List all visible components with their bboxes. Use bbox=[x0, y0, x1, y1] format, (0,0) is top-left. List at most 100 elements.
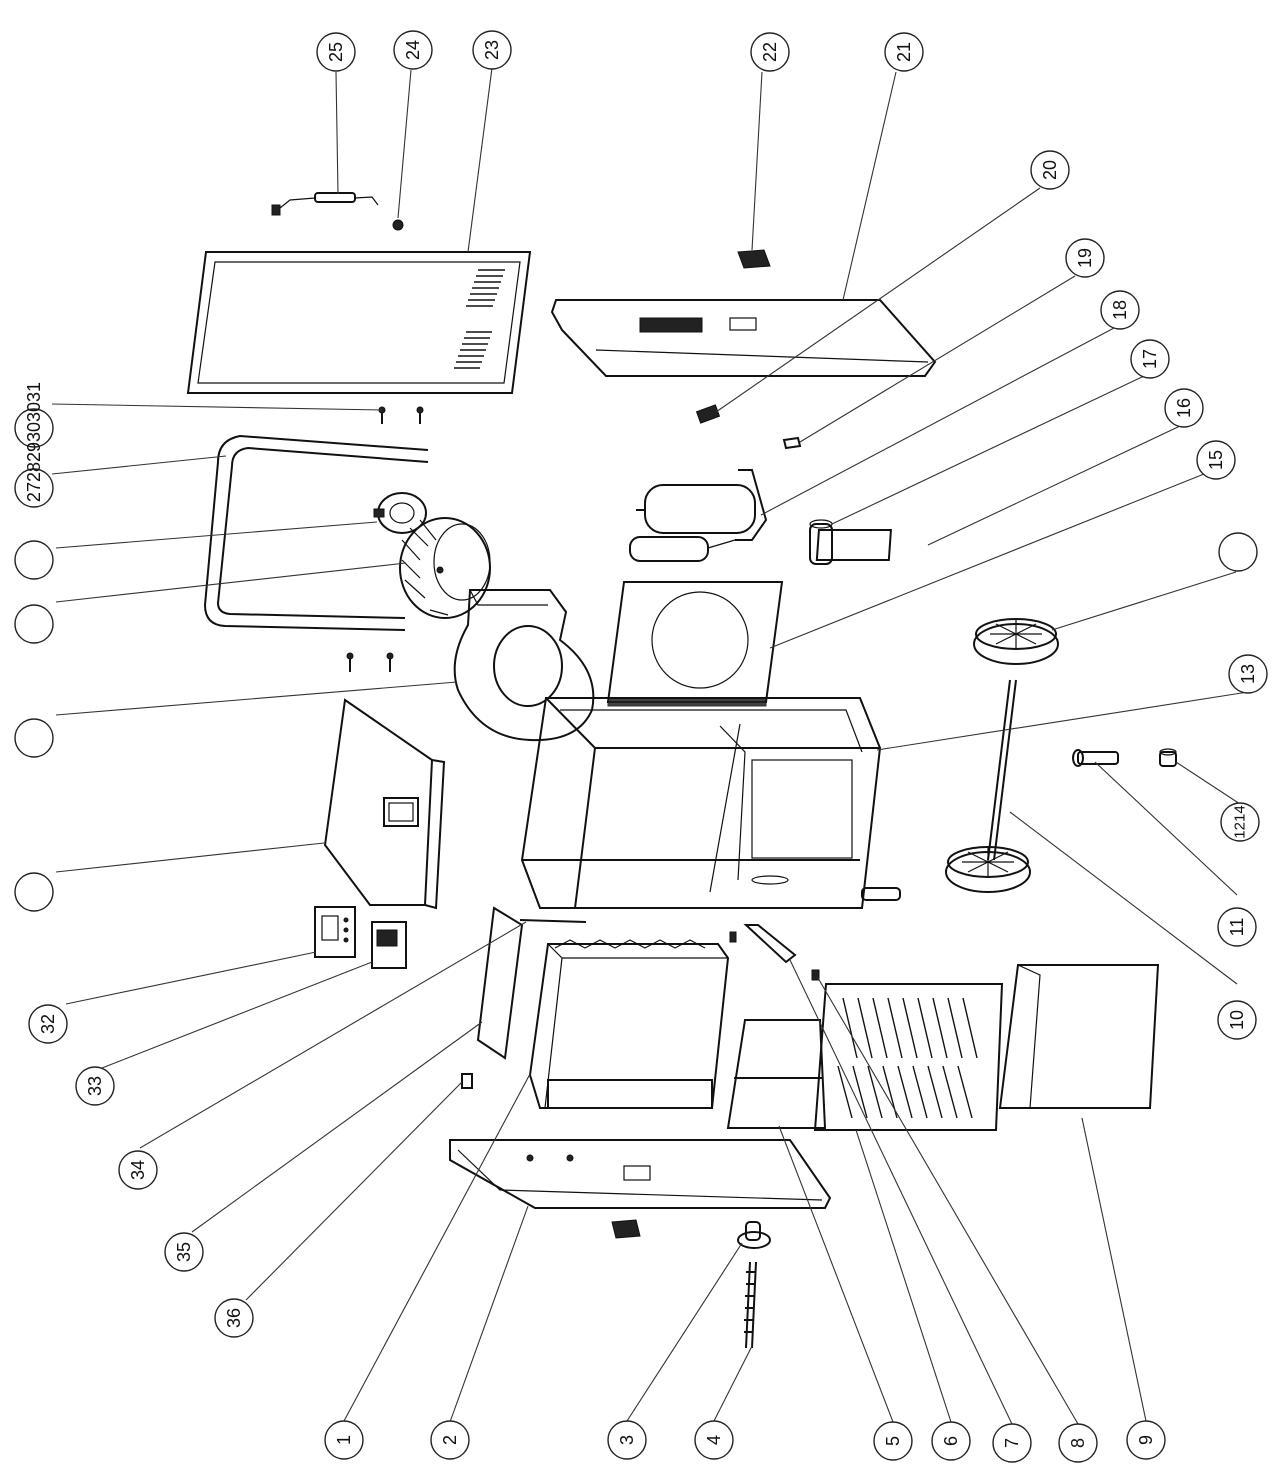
part-fan-motor bbox=[373, 492, 427, 534]
part-rocker-switch bbox=[737, 249, 771, 269]
part-front-grille bbox=[813, 983, 1004, 1131]
svg-text:2: 2 bbox=[440, 1435, 460, 1445]
svg-text:1214: 1214 bbox=[1232, 805, 1249, 838]
callout-20: 20 bbox=[1030, 150, 1070, 190]
callout-blank-5 bbox=[1218, 532, 1258, 572]
svg-text:24: 24 bbox=[403, 40, 423, 60]
part-knob bbox=[392, 219, 404, 231]
svg-text:36: 36 bbox=[224, 1308, 244, 1328]
part-drain-fitting bbox=[737, 1221, 771, 1249]
svg-text:11: 11 bbox=[1227, 918, 1247, 937]
svg-text:20: 20 bbox=[1040, 160, 1060, 180]
svg-text:7: 7 bbox=[1002, 1438, 1022, 1448]
callout-13: 13 bbox=[1228, 654, 1268, 694]
part-left-side-panel bbox=[449, 1139, 832, 1209]
callout-1214: 1214 bbox=[1220, 802, 1260, 842]
svg-text:34: 34 bbox=[128, 1160, 148, 1180]
part-control-board-33 bbox=[371, 921, 407, 969]
svg-text:33: 33 bbox=[85, 1076, 105, 1096]
part-front-panel bbox=[998, 964, 1160, 1109]
part-clip bbox=[782, 436, 802, 450]
part-axle-bushing bbox=[1072, 749, 1119, 767]
svg-text:22: 22 bbox=[760, 42, 780, 62]
callout-24: 24 bbox=[393, 30, 433, 70]
svg-text:6: 6 bbox=[941, 1436, 961, 1446]
callout-16: 16 bbox=[1164, 388, 1204, 428]
callout-2: 2 bbox=[430, 1420, 470, 1460]
part-compressor bbox=[629, 469, 768, 562]
callout-15: 15 bbox=[1196, 440, 1236, 480]
part-sensor bbox=[461, 1073, 473, 1089]
callout-6: 6 bbox=[931, 1421, 971, 1461]
part-screws bbox=[346, 406, 424, 672]
part-air-filter bbox=[726, 1019, 827, 1129]
part-fan-shroud bbox=[606, 581, 784, 707]
callout-bubbles: 1 2 3 4 5 6 7 8 9 10 11 1214 13 15 16 17… bbox=[14, 30, 1268, 1463]
callout-18: 18 bbox=[1100, 290, 1140, 330]
part-strip bbox=[519, 919, 587, 923]
callout-blank-3 bbox=[14, 718, 54, 758]
svg-text:32: 32 bbox=[38, 1014, 58, 1034]
part-main-frame bbox=[520, 697, 901, 909]
callout-32: 32 bbox=[28, 1004, 68, 1044]
callout-4: 4 bbox=[694, 1420, 734, 1460]
svg-text:35: 35 bbox=[174, 1242, 194, 1262]
callout-5: 5 bbox=[873, 1421, 913, 1461]
callout-blank-1 bbox=[14, 540, 54, 580]
svg-text:23: 23 bbox=[482, 40, 502, 60]
rear-panel-vents bbox=[454, 269, 505, 369]
svg-text:3: 3 bbox=[617, 1435, 637, 1445]
callout-9: 9 bbox=[1126, 1420, 1166, 1460]
part-drain-pipe bbox=[729, 924, 820, 981]
svg-text:8: 8 bbox=[1068, 1438, 1088, 1448]
callout-blank-4 bbox=[14, 872, 54, 912]
callout-34: 34 bbox=[118, 1150, 158, 1190]
callout-19: 19 bbox=[1065, 238, 1105, 278]
callout-33: 33 bbox=[75, 1066, 115, 1106]
callout-7: 7 bbox=[992, 1423, 1032, 1463]
callout-23: 23 bbox=[472, 30, 512, 70]
svg-text:272829303031: 272829303031 bbox=[24, 382, 44, 502]
svg-text:25: 25 bbox=[326, 42, 346, 62]
part-capacitor bbox=[809, 519, 833, 565]
callout-1: 1 bbox=[324, 1420, 364, 1460]
part-side-switch bbox=[611, 1219, 641, 1239]
part-separator-plate bbox=[476, 906, 524, 1060]
svg-text:19: 19 bbox=[1075, 248, 1095, 268]
svg-text:16: 16 bbox=[1174, 398, 1194, 418]
callout-8: 8 bbox=[1058, 1423, 1098, 1463]
callout-3: 3 bbox=[607, 1420, 647, 1460]
svg-text:4: 4 bbox=[704, 1435, 724, 1445]
svg-text:13: 13 bbox=[1238, 664, 1258, 684]
part-drain-hose bbox=[744, 1261, 757, 1349]
callout-25: 25 bbox=[316, 32, 356, 72]
callout-10: 10 bbox=[1217, 1000, 1257, 1040]
svg-text:9: 9 bbox=[1136, 1435, 1156, 1445]
callout-27-31-stack: 272829303031 bbox=[14, 382, 54, 508]
callout-35: 35 bbox=[164, 1232, 204, 1272]
callout-21: 21 bbox=[884, 32, 924, 72]
svg-text:5: 5 bbox=[883, 1436, 903, 1446]
part-blower-wheel bbox=[399, 517, 491, 619]
callout-36: 36 bbox=[214, 1298, 254, 1338]
part-evaporator-coil bbox=[528, 939, 730, 1109]
part-right-side-panel bbox=[550, 299, 937, 377]
leader-lines bbox=[51, 67, 1249, 1425]
callout-22: 22 bbox=[750, 32, 790, 72]
part-control-panel bbox=[323, 698, 446, 910]
part-control-board-32 bbox=[314, 906, 356, 958]
svg-text:15: 15 bbox=[1206, 450, 1226, 470]
part-wheels-axle bbox=[945, 618, 1059, 893]
part-connector-block bbox=[695, 404, 721, 424]
part-wheel-cap bbox=[1159, 748, 1177, 767]
svg-text:21: 21 bbox=[894, 42, 914, 62]
svg-text:10: 10 bbox=[1227, 1010, 1247, 1030]
part-power-cord bbox=[271, 192, 379, 216]
svg-text:17: 17 bbox=[1140, 349, 1160, 369]
callout-17: 17 bbox=[1130, 339, 1170, 379]
part-blower-housing bbox=[453, 589, 595, 742]
svg-text:1: 1 bbox=[334, 1435, 354, 1445]
callout-11: 11 bbox=[1217, 907, 1257, 947]
part-label-plate bbox=[815, 529, 893, 561]
